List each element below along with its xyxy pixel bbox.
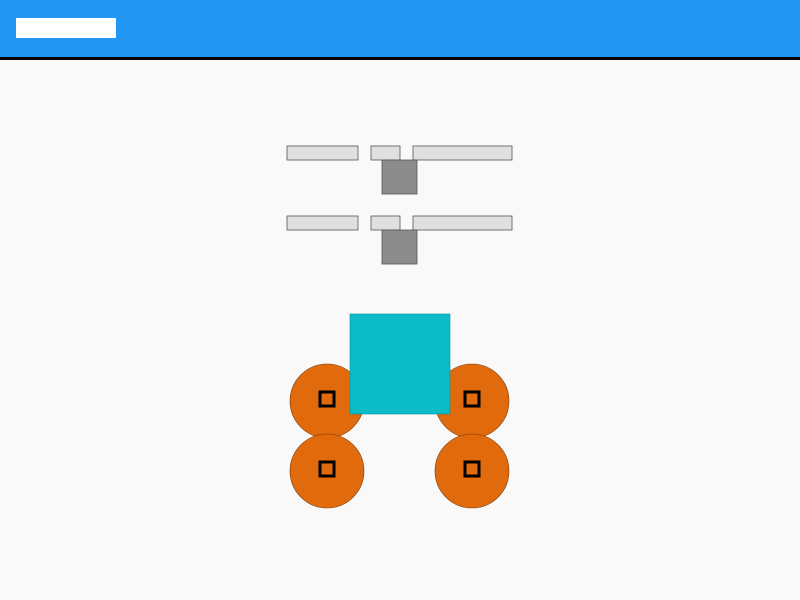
- hanging-block[interactable]: [381, 159, 418, 195]
- hub-icon: [463, 460, 481, 478]
- rear-right-wheel: [434, 433, 510, 509]
- hub-icon: [318, 460, 336, 478]
- lower-shelf: [286, 215, 513, 265]
- upper-shelf: [286, 145, 513, 195]
- shelf-middle-segment: [370, 145, 401, 161]
- hanging-block[interactable]: [381, 229, 418, 265]
- shelf-left-segment: [286, 215, 359, 231]
- shelf-left-segment: [286, 145, 359, 161]
- top-bar: [0, 0, 800, 60]
- hub-icon: [463, 390, 481, 408]
- shelf-middle-segment: [370, 215, 401, 231]
- vehicle-body[interactable]: [349, 313, 451, 415]
- vehicle[interactable]: [289, 313, 510, 509]
- shelf-right-segment: [412, 215, 513, 231]
- title-field: [16, 18, 116, 38]
- hub-icon: [318, 390, 336, 408]
- shelf-right-segment: [412, 145, 513, 161]
- rear-left-wheel: [289, 433, 365, 509]
